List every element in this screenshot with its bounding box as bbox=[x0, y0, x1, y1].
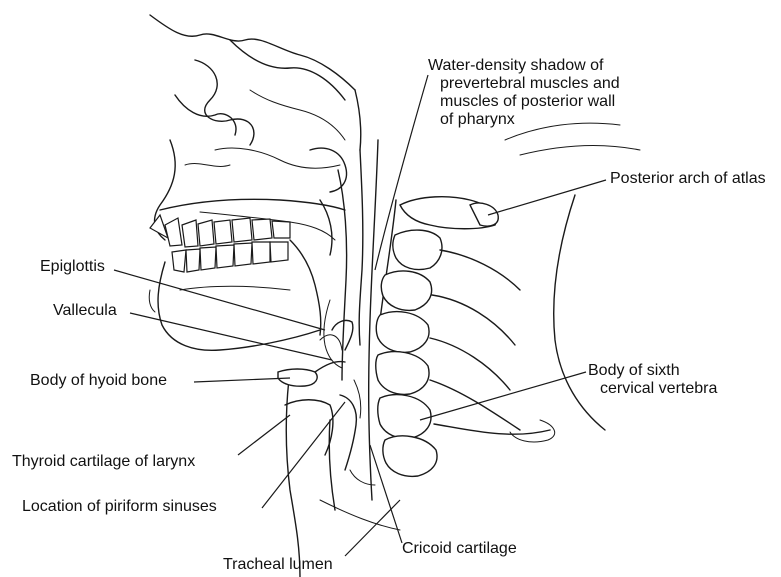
label-water-density-line-1: Water-density shadow of bbox=[428, 57, 620, 75]
label-body-of-sixth-cervical-vertebra: Body of sixth cervical vertebra bbox=[588, 362, 717, 398]
label-sixth-vertebra-line-2: cervical vertebra bbox=[588, 380, 717, 398]
label-piriform-sinuses: Location of piriform sinuses bbox=[22, 498, 217, 516]
label-epiglottis: Epiglottis bbox=[40, 258, 105, 276]
label-water-density-shadow: Water-density shadow of prevertebral mus… bbox=[428, 57, 620, 129]
label-water-density-line-3: muscles of posterior wall bbox=[428, 93, 620, 111]
label-thyroid-cartilage: Thyroid cartilage of larynx bbox=[12, 453, 195, 471]
label-vallecula: Vallecula bbox=[53, 302, 117, 320]
label-posterior-arch-of-atlas: Posterior arch of atlas bbox=[610, 170, 766, 188]
label-tracheal-lumen: Tracheal lumen bbox=[223, 556, 333, 574]
label-sixth-vertebra-line-1: Body of sixth bbox=[588, 362, 717, 380]
label-body-of-hyoid-bone: Body of hyoid bone bbox=[30, 372, 167, 390]
label-water-density-line-2: prevertebral muscles and bbox=[428, 75, 620, 93]
label-cricoid-cartilage: Cricoid cartilage bbox=[402, 540, 517, 558]
cervical-vertebrae bbox=[376, 197, 555, 477]
neck-contour bbox=[286, 123, 640, 577]
pharynx-outline bbox=[320, 150, 363, 380]
label-water-density-line-4: of pharynx bbox=[428, 111, 620, 129]
